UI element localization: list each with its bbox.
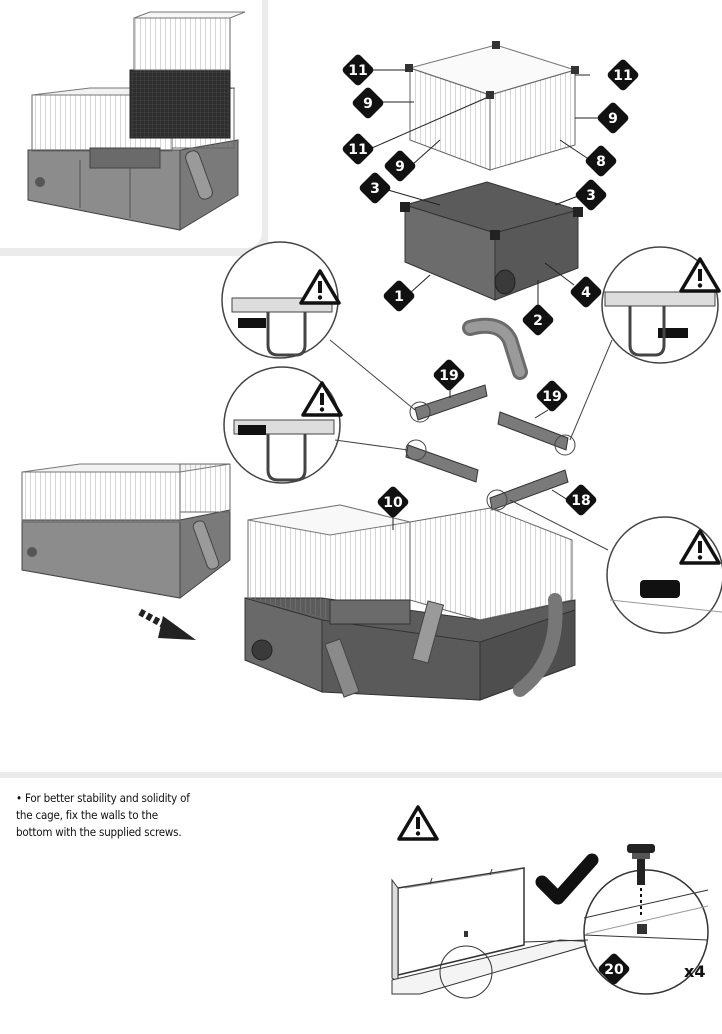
clip-part-18 <box>489 469 569 511</box>
badge-label: 8 <box>596 154 606 170</box>
badge-label: 11 <box>348 63 367 79</box>
part-badges: 11 11 9 9 11 9 8 3 3 1 4 2 19 19 10 18 <box>342 54 639 518</box>
badge-label: 1 <box>394 289 404 305</box>
part-badge-3: 3 <box>359 172 391 204</box>
overview-cage-illustration <box>27 11 246 231</box>
clip-highlight-1 <box>409 401 431 423</box>
badge-label: 9 <box>363 96 373 112</box>
part-badge-11: 11 <box>342 54 374 86</box>
clip-highlight-2 <box>405 439 427 461</box>
part-badge-11: 11 <box>342 133 374 165</box>
badge-label: 4 <box>581 285 591 301</box>
part-badge-11: 11 <box>607 59 639 91</box>
part-badge-9: 9 <box>384 150 416 182</box>
tube-part <box>462 317 528 380</box>
part-badge-9: 9 <box>352 87 384 119</box>
badge-label: 9 <box>395 159 405 175</box>
badge-label: 19 <box>439 368 458 384</box>
wall-base-illustration <box>391 867 601 999</box>
screw-icon <box>627 844 655 918</box>
exploded-wire-module <box>405 41 579 171</box>
clip-part-19-left <box>405 384 488 483</box>
clip-highlight-4 <box>486 489 508 511</box>
warning-icon <box>397 805 439 841</box>
badge-label: 2 <box>533 313 543 329</box>
badge-label: 3 <box>586 188 596 204</box>
badge-label: 9 <box>608 111 618 127</box>
part-badge-19: 19 <box>536 380 568 412</box>
part-badge-19: 19 <box>433 359 465 391</box>
assembled-cage-small <box>21 463 231 599</box>
arrow-icon <box>138 608 196 640</box>
part-badge-20: 20 <box>598 953 630 985</box>
part-badge-10: 10 <box>377 486 409 518</box>
part-badge-9: 9 <box>597 102 629 134</box>
exploded-base-tray <box>400 181 583 301</box>
clip-highlight-3 <box>554 434 576 456</box>
part-badge-2: 2 <box>522 304 554 336</box>
assembled-cage-large <box>244 504 576 701</box>
assembly-note: • For better stability and solidity of t… <box>16 791 190 839</box>
part-badge-4: 4 <box>570 276 602 308</box>
quantity-label: x4 <box>684 962 705 981</box>
part-badge-18: 18 <box>565 484 597 516</box>
badge-label: 11 <box>613 68 632 84</box>
badge-label: 3 <box>370 181 380 197</box>
badge-label: 11 <box>348 142 367 158</box>
part-badge-3: 3 <box>575 179 607 211</box>
clip-part-19-right <box>497 411 569 451</box>
badge-label: 10 <box>383 495 403 511</box>
part-badge-8: 8 <box>585 145 617 177</box>
part-badge-1: 1 <box>383 280 415 312</box>
badge-label: 20 <box>604 962 624 978</box>
detail-callout-2 <box>223 366 409 484</box>
badge-label: 19 <box>542 389 561 405</box>
checkmark-icon <box>535 853 599 905</box>
badge-label: 18 <box>571 493 590 509</box>
